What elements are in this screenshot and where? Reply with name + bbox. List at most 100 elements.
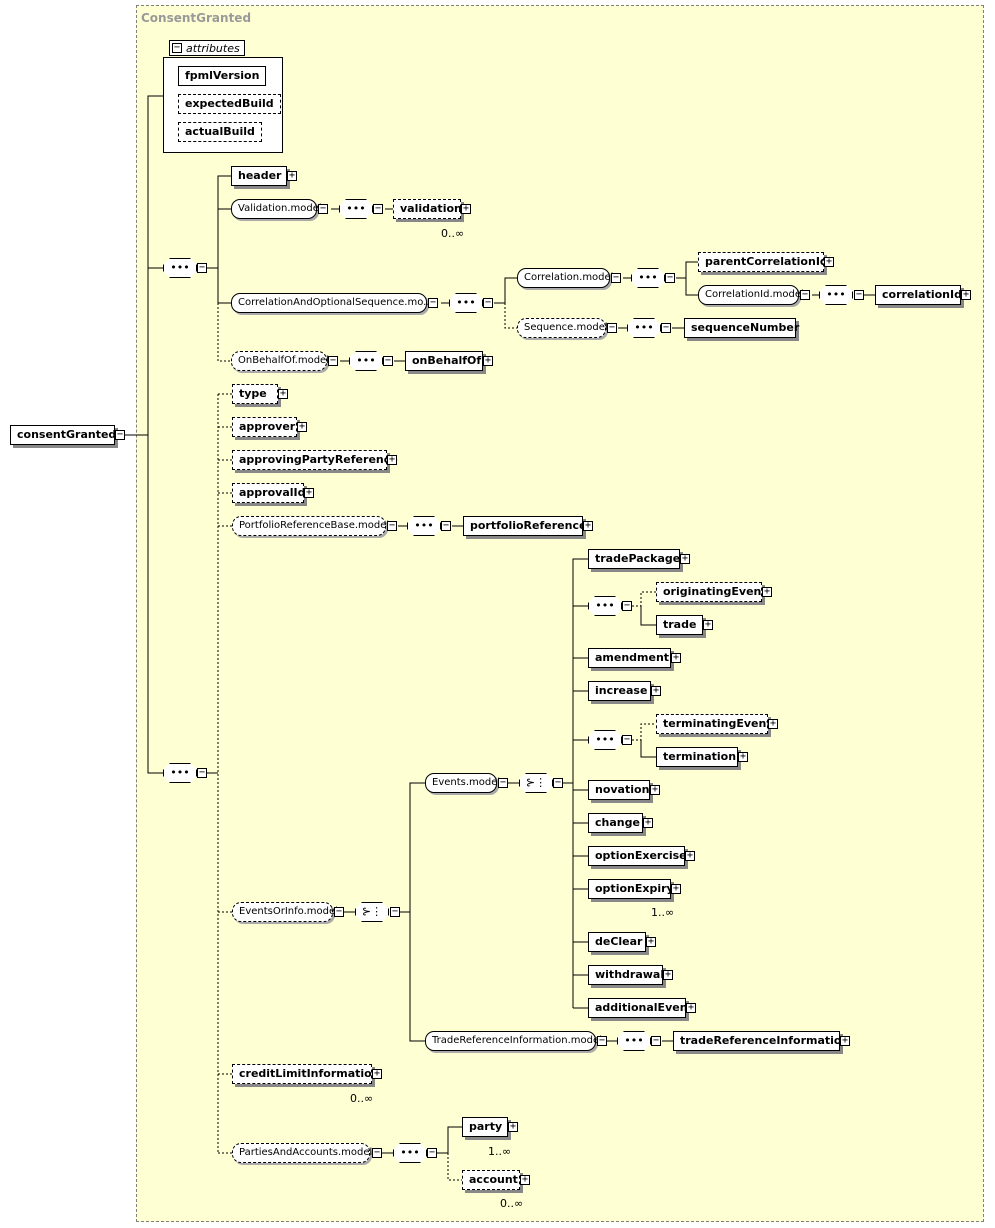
element-tradePackage[interactable]: tradePackage (588, 549, 680, 569)
collapse-icon[interactable]: − (665, 272, 675, 283)
element-novation[interactable]: novation (588, 780, 650, 800)
collapse-icon[interactable]: − (318, 203, 328, 214)
group-portfolio-reference-base-model[interactable]: PortfolioReferenceBase.model (232, 516, 389, 536)
expand-icon[interactable]: + (685, 850, 695, 861)
expand-icon[interactable]: + (824, 256, 834, 267)
element-validation[interactable]: validation (393, 199, 464, 222)
element-termination[interactable]: termination (656, 747, 738, 767)
collapse-icon[interactable]: − (661, 322, 671, 333)
group-correlation-id-model[interactable]: CorrelationId.model (698, 285, 804, 305)
element-parentCorrelationId[interactable]: parentCorrelationId (698, 252, 828, 272)
collapse-icon[interactable]: − (372, 1147, 382, 1158)
attributes-title[interactable]: −attributes (169, 40, 245, 56)
element-tradeReferenceInformation[interactable]: tradeReferenceInformation (673, 1031, 849, 1051)
element-optionExpiry[interactable]: optionExpiry (588, 879, 674, 902)
collapse-icon[interactable]: − (387, 520, 397, 531)
expand-icon[interactable]: + (643, 817, 653, 828)
element-originatingEvent[interactable]: originatingEvent (656, 582, 767, 602)
element-correlationId[interactable]: correlationId (875, 285, 962, 305)
expand-icon[interactable]: + (840, 1035, 850, 1046)
collapse-icon[interactable]: − (428, 297, 438, 308)
expand-icon[interactable]: + (304, 487, 314, 498)
expand-icon[interactable]: + (703, 619, 713, 630)
collapse-icon[interactable]: − (622, 734, 632, 745)
element-creditLimitInformation[interactable]: creditLimitInformation (232, 1064, 380, 1087)
element-portfolioReference[interactable]: portfolioReference (463, 516, 586, 536)
expand-icon[interactable]: + (671, 883, 681, 894)
collapse-icon[interactable]: − (427, 1147, 437, 1158)
collapse-icon[interactable]: − (800, 289, 810, 300)
group-correlation-and-optional-sequence[interactable]: CorrelationAndOptionalSequence.mo... (231, 293, 433, 313)
expand-icon[interactable]: + (508, 1121, 518, 1132)
collapse-icon[interactable]: − (334, 906, 344, 917)
element-approvingPartyReference[interactable]: approvingPartyReference (232, 450, 398, 470)
expand-icon[interactable]: + (372, 1068, 382, 1079)
collapse-icon[interactable]: − (498, 777, 508, 788)
element-onBehalfOf[interactable]: onBehalfOf (405, 351, 483, 371)
collapse-icon[interactable]: − (441, 520, 451, 531)
expand-icon[interactable]: + (680, 553, 690, 564)
element-terminatingEvent[interactable]: terminatingEvent (656, 714, 772, 734)
group-on-behalf-of-model[interactable]: OnBehalfOf.model (231, 351, 329, 371)
element-account[interactable]: account (462, 1170, 523, 1193)
element-deClear[interactable]: deClear (588, 932, 646, 952)
expand-icon[interactable]: + (520, 1174, 530, 1185)
attribute-actualBuild[interactable]: actualBuild (178, 122, 262, 142)
attribute-fpmlVersion[interactable]: fpmlVersion (178, 66, 267, 86)
element-approvalId[interactable]: approvalId (232, 483, 305, 503)
collapse-icon[interactable]: − (328, 355, 338, 366)
group-sequence-model[interactable]: Sequence.model (517, 318, 608, 338)
expand-icon[interactable]: + (671, 652, 681, 663)
collapse-icon[interactable]: − (622, 600, 632, 611)
element-trade[interactable]: trade (656, 615, 703, 635)
expand-icon[interactable]: + (387, 454, 397, 465)
element-approver[interactable]: approver (232, 417, 297, 437)
element-amendment[interactable]: amendment (588, 648, 671, 668)
collapse-icon[interactable]: − (390, 906, 400, 917)
attribute-expectedBuild[interactable]: expectedBuild (178, 94, 281, 114)
expand-icon[interactable]: + (663, 969, 673, 980)
element-optionExercise[interactable]: optionExercise (588, 846, 687, 866)
expand-icon[interactable]: + (762, 586, 772, 597)
expand-icon[interactable]: + (278, 388, 288, 399)
collapse-icon[interactable]: − (607, 322, 617, 333)
group-correlation-model[interactable]: Correlation.model (517, 268, 613, 288)
group-trade-reference-information-model[interactable]: TradeReferenceInformation.model (425, 1031, 602, 1051)
collapse-icon[interactable]: − (611, 272, 621, 283)
expand-icon[interactable]: + (583, 520, 593, 531)
collapse-icon[interactable]: − (115, 429, 125, 440)
collapse-icon[interactable]: − (483, 297, 493, 308)
expand-icon[interactable]: + (686, 1002, 696, 1013)
element-type[interactable]: type (232, 384, 278, 404)
expand-icon[interactable]: + (461, 203, 471, 214)
expand-icon[interactable]: + (646, 936, 656, 947)
collapse-icon[interactable]: − (597, 1035, 607, 1046)
expand-icon[interactable]: + (297, 421, 307, 432)
element-sequenceNumber[interactable]: sequenceNumber (684, 318, 799, 338)
element-party[interactable]: party (462, 1117, 511, 1140)
collapse-icon[interactable]: − (854, 289, 864, 300)
collapse-icon[interactable]: − (172, 42, 182, 53)
group-events-or-info-model[interactable]: EventsOrInfo.model (232, 902, 338, 922)
expand-icon[interactable]: + (650, 784, 660, 795)
collapse-icon[interactable]: − (383, 355, 393, 366)
expand-icon[interactable]: + (483, 355, 493, 366)
expand-icon[interactable]: + (768, 718, 778, 729)
element-additionalEvent[interactable]: additionalEvent (588, 998, 693, 1018)
element-withdrawal[interactable]: withdrawal (588, 965, 664, 985)
collapse-icon[interactable]: − (197, 262, 207, 273)
group-parties-and-accounts-model[interactable]: PartiesAndAccounts.model (232, 1143, 372, 1163)
expand-icon[interactable]: + (738, 751, 748, 762)
expand-icon[interactable]: + (651, 685, 661, 696)
collapse-icon[interactable]: − (553, 777, 563, 788)
collapse-icon[interactable]: − (651, 1035, 661, 1046)
root-element-consentGranted[interactable]: consentGranted (10, 425, 116, 445)
element-increase[interactable]: increase (588, 681, 651, 701)
expand-icon[interactable]: + (287, 170, 297, 181)
expand-icon[interactable]: + (961, 289, 971, 300)
group-validation-model[interactable]: Validation.model (231, 199, 322, 219)
element-change[interactable]: change (588, 813, 643, 833)
collapse-icon[interactable]: − (197, 767, 207, 778)
collapse-icon[interactable]: − (373, 203, 383, 214)
group-events-model[interactable]: Events.model (425, 773, 500, 793)
